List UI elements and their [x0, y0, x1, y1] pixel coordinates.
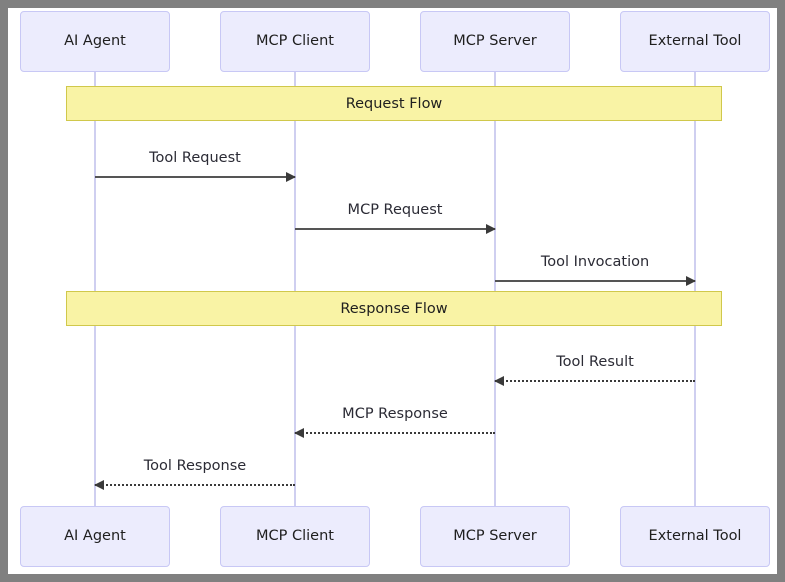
participant-box-bottom-mcp-client[interactable]: MCP Client [220, 506, 370, 567]
message-label-tool-response: Tool Response [143, 458, 247, 474]
message-line [95, 176, 295, 178]
message-label-tool-result: Tool Result [556, 354, 634, 370]
message-mcp-request: MCP Request [295, 202, 496, 234]
message-tool-request: Tool Request [95, 150, 296, 182]
participant-label: MCP Server [453, 33, 537, 50]
section-banner-request-flow: Request Flow [66, 86, 722, 121]
participant-box-top-mcp-server[interactable]: MCP Server [420, 11, 570, 72]
participant-label: AI Agent [64, 528, 126, 545]
message-label-tool-request: Tool Request [149, 150, 241, 166]
message-mcp-response: MCP Response [294, 406, 495, 438]
arrowhead-right [486, 224, 496, 234]
message-tool-result: Tool Result [494, 354, 695, 386]
message-tool-invocation: Tool Invocation [495, 254, 696, 286]
message-line [295, 432, 495, 434]
participant-box-bottom-ai-agent[interactable]: AI Agent [20, 506, 170, 567]
participant-label: MCP Server [453, 528, 537, 545]
message-label-tool-invocation: Tool Invocation [540, 254, 650, 270]
arrowhead-right [286, 172, 296, 182]
participant-label: External Tool [648, 528, 742, 545]
lifeline-mcp-client [294, 72, 296, 506]
participant-box-bottom-external-tool[interactable]: External Tool [620, 506, 770, 567]
participant-label: MCP Client [256, 33, 334, 50]
section-banner-response-flow: Response Flow [66, 291, 722, 326]
arrowhead-left [94, 480, 104, 490]
lifeline-ai-agent [94, 72, 96, 506]
message-tool-response: Tool Response [94, 458, 295, 490]
lifeline-external-tool [694, 72, 696, 506]
message-line [495, 280, 695, 282]
arrowhead-left [294, 428, 304, 438]
message-label-mcp-response: MCP Response [342, 406, 448, 422]
participant-box-top-ai-agent[interactable]: AI Agent [20, 11, 170, 72]
participant-label: MCP Client [256, 528, 334, 545]
participant-box-bottom-mcp-server[interactable]: MCP Server [420, 506, 570, 567]
message-line [295, 228, 495, 230]
lifeline-mcp-server [494, 72, 496, 506]
message-line [495, 380, 695, 382]
arrowhead-right [686, 276, 696, 286]
message-line [95, 484, 295, 486]
participant-box-top-mcp-client[interactable]: MCP Client [220, 11, 370, 72]
section-banner-label: Request Flow [345, 95, 443, 112]
participant-label: AI Agent [64, 33, 126, 50]
participant-box-top-external-tool[interactable]: External Tool [620, 11, 770, 72]
arrowhead-left [494, 376, 504, 386]
message-label-mcp-request: MCP Request [347, 202, 443, 218]
section-banner-label: Response Flow [340, 300, 448, 317]
participant-label: External Tool [648, 33, 742, 50]
